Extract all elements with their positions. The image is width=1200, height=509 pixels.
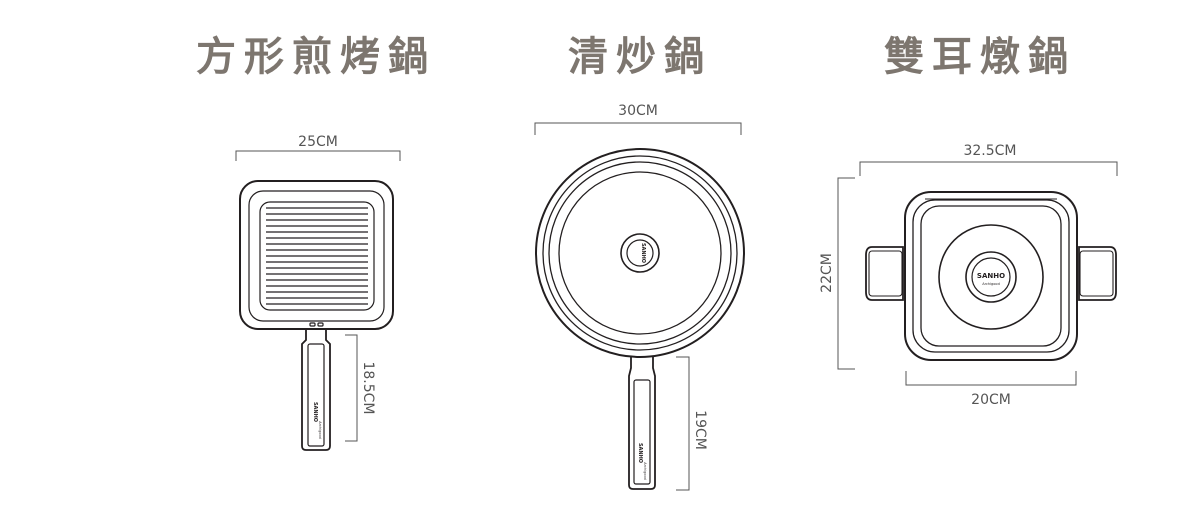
grill-handle-label: 18.5CM [360,361,376,414]
pot-width-dimension [859,161,1118,176]
pot-logo: SANHO [977,272,1005,280]
wok-width-label: 30CM [618,103,658,119]
grill-width-label: 25CM [298,134,338,150]
grill-handle-subtitle: Archigood [318,421,322,439]
grill-handle-logo: SANHO [312,402,318,422]
title-double-handle-pot: 雙耳燉鍋 [884,34,1076,80]
pot-width-label: 32.5CM [963,143,1016,159]
grill-ridges [266,207,368,305]
grill-handle-dimension [345,334,358,442]
pot-drawing [865,191,1117,361]
wok-lid-logo: SANHO [640,243,646,263]
wok-handle-dimension [676,356,690,491]
wok-width-dimension [534,122,742,135]
pot-logo-subtitle: Archigood [982,282,1000,286]
wok-handle-subtitle: Archigood [643,462,647,480]
wok-drawing [535,148,745,490]
grill-pan-drawing [239,180,394,451]
pot-height-dimension [837,177,855,370]
wok-handle-label: 19CM [692,410,708,450]
pot-height-label: 22CM [819,253,835,293]
title-grill-pan: 方形煎烤鍋 [196,34,436,80]
pot-base-dimension [905,371,1077,386]
wok-handle-logo: SANHO [637,443,643,463]
title-stir-fry-pan: 清炒鍋 [568,34,712,80]
pot-base-label: 20CM [971,392,1011,408]
grill-width-dimension [235,150,401,161]
